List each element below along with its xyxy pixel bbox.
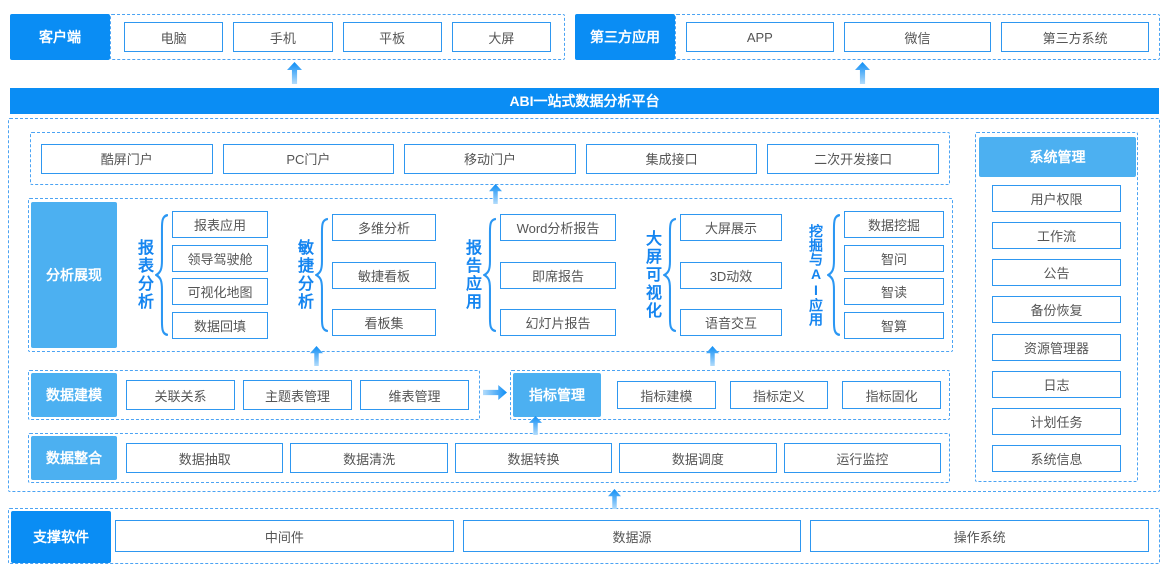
support-items: 中间件 数据源 操作系统 bbox=[115, 520, 1150, 552]
analysis-group-name: 挖掘与AI应用 bbox=[808, 224, 824, 326]
platform-container bbox=[8, 118, 1160, 492]
up-arrow-icon bbox=[310, 346, 323, 366]
modeling-section-container: 数据建模 关联关系 主题表管理 维表管理 bbox=[28, 370, 480, 420]
analysis-group-name: 大屏可视化 bbox=[643, 230, 660, 320]
diagram-node-dim-table: 维表管理 bbox=[360, 380, 469, 410]
third-party-container: APP 微信 第三方系统 bbox=[675, 14, 1160, 60]
diagram-node: 领导驾驶舱 bbox=[172, 244, 268, 272]
support-section-container: 支撑软件 中间件 数据源 操作系统 bbox=[8, 508, 1160, 564]
modeling-section-label: 数据建模 bbox=[31, 373, 117, 417]
support-section-label: 支撑软件 bbox=[11, 511, 111, 563]
diagram-node-app: APP bbox=[686, 22, 834, 52]
diagram-node-wechat: 微信 bbox=[843, 22, 992, 52]
client-devices-container: 电脑 手机 平板 大屏 bbox=[110, 14, 565, 60]
third-party-section-label: 第三方应用 bbox=[575, 14, 675, 60]
diagram-node-os: 操作系统 bbox=[810, 520, 1150, 552]
diagram-node-data-schedule: 数据调度 bbox=[619, 443, 777, 473]
diagram-node: 智算 bbox=[844, 311, 944, 339]
diagram-node: 3D动效 bbox=[680, 261, 782, 289]
diagram-node: 幻灯片报告 bbox=[500, 309, 616, 336]
diagram-node-user-permission: 用户权限 bbox=[992, 185, 1121, 212]
diagram-node-run-monitor: 运行监控 bbox=[783, 443, 942, 473]
diagram-node-coolscreen-portal: 酷屏门户 bbox=[41, 143, 213, 174]
diagram-node-workflow: 工作流 bbox=[992, 222, 1121, 250]
diagram-node-backup-restore: 备份恢复 bbox=[992, 296, 1121, 324]
analysis-group-reporting: 报告应用 Word分析报告 即席报告 幻灯片报告 bbox=[463, 214, 616, 336]
diagram-node: 数据挖掘 bbox=[844, 211, 944, 238]
diagram-node-subject-table: 主题表管理 bbox=[243, 380, 352, 410]
analysis-group-name: 报表分析 bbox=[135, 239, 152, 311]
client-section-label: 客户端 bbox=[10, 14, 110, 60]
analysis-group-bigscreen: 大屏可视化 大屏展示 3D动效 语音交互 bbox=[643, 214, 782, 336]
diagram-node: Word分析报告 bbox=[500, 214, 616, 241]
diagram-node: 看板集 bbox=[332, 309, 436, 336]
analysis-group-ai: 挖掘与AI应用 数据挖掘 智问 智读 智算 bbox=[808, 211, 944, 339]
system-items: 用户权限 工作流 公告 备份恢复 资源管理器 日志 计划任务 系统信息 bbox=[992, 185, 1121, 472]
brace-icon bbox=[155, 214, 168, 336]
system-section-container: 系统管理 用户权限 工作流 公告 备份恢复 资源管理器 日志 计划任务 系统信息 bbox=[975, 132, 1138, 482]
diagram-node-relations: 关联关系 bbox=[126, 380, 235, 410]
system-section-label: 系统管理 bbox=[979, 137, 1136, 177]
integration-section-container: 数据整合 数据抽取 数据清洗 数据转换 数据调度 运行监控 bbox=[28, 433, 950, 483]
diagram-node-mobile-portal: 移动门户 bbox=[404, 143, 576, 174]
diagram-node-data-transform: 数据转换 bbox=[454, 443, 613, 473]
up-arrow-icon bbox=[489, 184, 502, 204]
analysis-group-report: 报表分析 报表应用 领导驾驶舱 可视化地图 数据回填 bbox=[135, 211, 268, 339]
indicator-section-container: 指标管理 指标建模 指标定义 指标固化 bbox=[510, 370, 950, 420]
diagram-node-data-clean: 数据清洗 bbox=[290, 443, 448, 473]
diagram-node-thirdparty-system: 第三方系统 bbox=[1001, 22, 1150, 52]
diagram-node-indicator-definition: 指标定义 bbox=[729, 381, 829, 409]
brace-icon bbox=[315, 217, 328, 333]
diagram-node-secondary-dev-api: 二次开发接口 bbox=[767, 143, 939, 174]
diagram-node-integration-api: 集成接口 bbox=[585, 143, 758, 174]
diagram-node-pc-portal: PC门户 bbox=[222, 143, 395, 174]
up-arrow-icon bbox=[706, 346, 719, 366]
analysis-section-label: 分析展现 bbox=[31, 202, 117, 348]
diagram-node-indicator-solidify: 指标固化 bbox=[842, 381, 942, 409]
diagram-node: 语音交互 bbox=[680, 309, 782, 336]
up-arrow-icon bbox=[855, 62, 870, 84]
diagram-node: 即席报告 bbox=[500, 261, 616, 289]
brace-icon bbox=[663, 217, 676, 333]
analysis-group-name: 敏捷分析 bbox=[295, 239, 312, 311]
diagram-node-middleware: 中间件 bbox=[115, 520, 454, 552]
diagram-node: 数据回填 bbox=[172, 311, 268, 339]
diagram-node: 智问 bbox=[844, 244, 944, 272]
diagram-node: 大屏展示 bbox=[680, 214, 782, 241]
indicator-items: 指标建模 指标定义 指标固化 bbox=[617, 381, 942, 409]
up-arrow-icon bbox=[287, 62, 302, 84]
diagram-node-resource-manager: 资源管理器 bbox=[992, 333, 1121, 361]
brace-icon bbox=[827, 214, 840, 336]
diagram-node-datasource: 数据源 bbox=[462, 520, 802, 552]
diagram-node: 智读 bbox=[844, 278, 944, 306]
diagram-node-logs: 日志 bbox=[992, 370, 1121, 398]
modeling-items: 关联关系 主题表管理 维表管理 bbox=[126, 380, 469, 410]
up-arrow-icon bbox=[608, 489, 621, 509]
platform-title-banner: ABI一站式数据分析平台 bbox=[10, 88, 1159, 114]
diagram-node-phone: 手机 bbox=[233, 22, 333, 52]
indicator-section-label: 指标管理 bbox=[513, 373, 601, 417]
integration-items: 数据抽取 数据清洗 数据转换 数据调度 运行监控 bbox=[126, 443, 942, 473]
diagram-node-scheduled-tasks: 计划任务 bbox=[992, 407, 1121, 435]
diagram-node-data-extract: 数据抽取 bbox=[126, 443, 284, 473]
diagram-node: 报表应用 bbox=[172, 211, 268, 238]
diagram-node: 多维分析 bbox=[332, 214, 436, 241]
portals-container: 酷屏门户 PC门户 移动门户 集成接口 二次开发接口 bbox=[30, 132, 950, 185]
right-arrow-icon bbox=[483, 385, 507, 400]
integration-section-label: 数据整合 bbox=[31, 436, 117, 480]
brace-icon bbox=[483, 217, 496, 333]
diagram-node-system-info: 系统信息 bbox=[992, 444, 1121, 472]
diagram-node: 敏捷看板 bbox=[332, 261, 436, 289]
diagram-node-announcement: 公告 bbox=[992, 259, 1121, 287]
diagram-node-tablet: 平板 bbox=[342, 22, 442, 52]
analysis-group-agile: 敏捷分析 多维分析 敏捷看板 看板集 bbox=[295, 214, 436, 336]
diagram-node-indicator-modeling: 指标建模 bbox=[617, 381, 716, 409]
analysis-group-name: 报告应用 bbox=[463, 239, 480, 311]
diagram-node-computer: 电脑 bbox=[124, 22, 224, 52]
analysis-section-container: 分析展现 报表分析 报表应用 领导驾驶舱 可视化地图 数据回填 敏捷分析 多维 bbox=[28, 198, 953, 352]
diagram-node-bigscreen: 大屏 bbox=[451, 22, 551, 52]
analysis-groups: 报表分析 报表应用 领导驾驶舱 可视化地图 数据回填 敏捷分析 多维分析 敏捷看… bbox=[135, 199, 944, 351]
diagram-node: 可视化地图 bbox=[172, 278, 268, 306]
up-arrow-icon bbox=[529, 416, 542, 435]
